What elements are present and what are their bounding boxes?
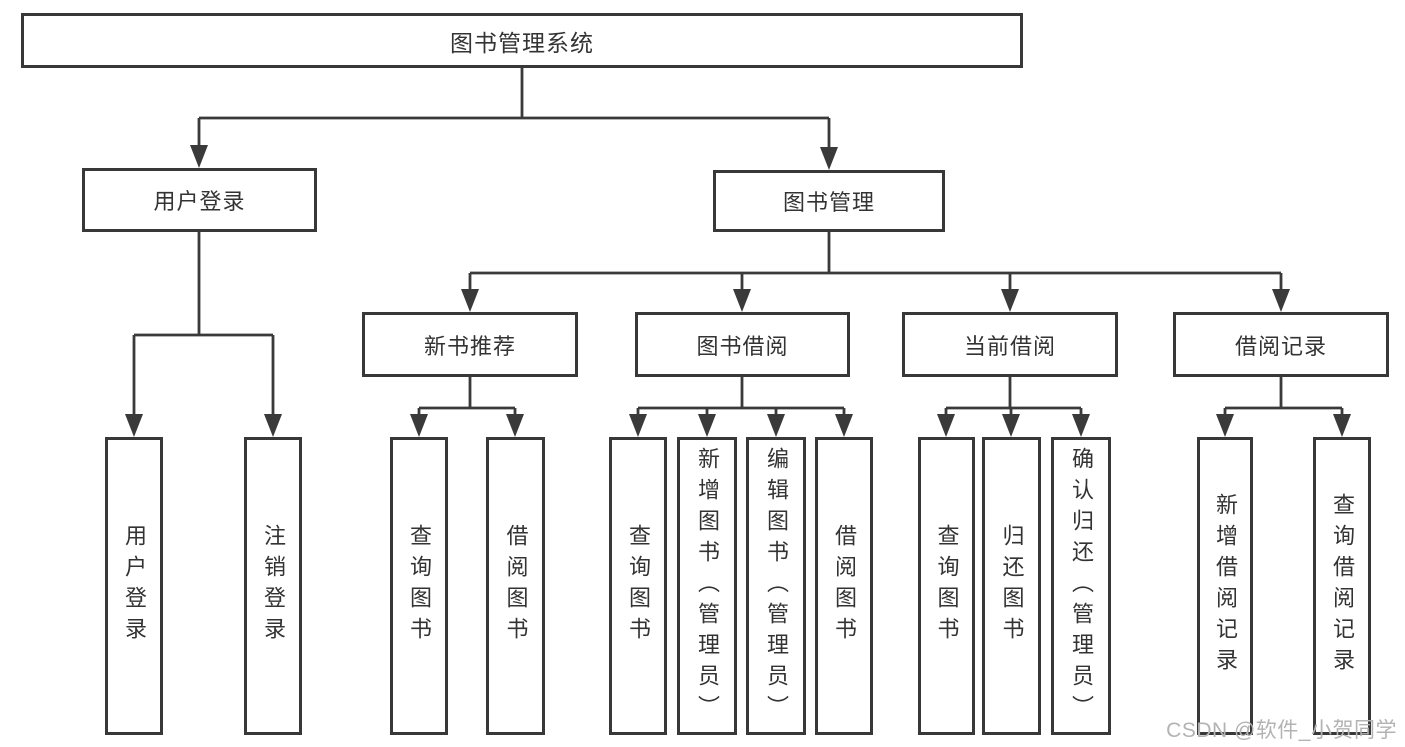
node-label: 查询图书 bbox=[934, 524, 960, 648]
arrowhead bbox=[835, 414, 853, 437]
leaf-borrowing-query-books: 查询图书 bbox=[609, 437, 667, 735]
leaf-current-query-books: 查询图书 bbox=[918, 437, 975, 735]
arrowhead bbox=[125, 414, 143, 437]
arrowhead bbox=[767, 414, 785, 437]
node-library-management-system: 图书管理系统 bbox=[21, 13, 1023, 68]
leaf-logout: 注销登录 bbox=[244, 437, 302, 735]
node-label: 借阅记录 bbox=[1234, 333, 1327, 359]
node-user-login: 用户登录 bbox=[82, 168, 317, 232]
arrowhead bbox=[190, 145, 208, 168]
arrowhead bbox=[733, 289, 751, 312]
connector-book-borrow-branch bbox=[629, 377, 853, 437]
node-label: 归还图书 bbox=[999, 524, 1025, 648]
node-label: 图书借阅 bbox=[696, 333, 789, 359]
connector-user-login-branch bbox=[125, 232, 282, 437]
arrowhead bbox=[506, 414, 524, 437]
node-label: 借阅图书 bbox=[832, 524, 857, 648]
connector-new-book-rec-branch bbox=[410, 377, 524, 437]
arrowhead bbox=[937, 414, 955, 437]
node-borrowing-records: 借阅记录 bbox=[1173, 312, 1389, 377]
arrowhead bbox=[1072, 414, 1090, 437]
leaf-user-login: 用户登录 bbox=[105, 437, 163, 735]
arrowhead bbox=[264, 414, 282, 437]
arrowhead bbox=[629, 414, 647, 437]
leaf-records-query-borrow-record: 查询借阅记录 bbox=[1313, 437, 1371, 735]
arrowhead bbox=[1002, 414, 1020, 437]
node-label: 借阅图书 bbox=[503, 524, 529, 648]
leaf-borrowing-borrow-books: 借阅图书 bbox=[815, 437, 873, 735]
node-label: 注销登录 bbox=[261, 524, 286, 648]
node-label: 用户登录 bbox=[122, 524, 147, 648]
node-book-borrowing: 图书借阅 bbox=[635, 312, 850, 377]
arrowhead bbox=[1272, 289, 1290, 312]
leaf-recommend-query-books: 查询图书 bbox=[390, 437, 448, 735]
node-new-book-recommendation: 新书推荐 bbox=[362, 312, 578, 377]
node-label: 查询图书 bbox=[407, 524, 432, 648]
arrowhead bbox=[698, 414, 716, 437]
arrowhead bbox=[1001, 289, 1019, 312]
node-label: 确认归还（管理员） bbox=[1069, 446, 1094, 726]
arrowhead bbox=[1333, 414, 1351, 437]
node-label: 图书管理 bbox=[782, 190, 875, 215]
connector-current-borrow-branch bbox=[937, 377, 1090, 437]
node-label: 新增借阅记录 bbox=[1213, 493, 1238, 679]
node-label: 新增图书（管理员） bbox=[695, 446, 720, 726]
leaf-records-add-borrow-record: 新增借阅记录 bbox=[1197, 437, 1253, 735]
node-label: 查询借阅记录 bbox=[1330, 493, 1355, 679]
csdn-watermark: CSDN @软件_小贺同学 bbox=[1166, 719, 1397, 742]
leaf-borrowing-edit-books-admin: 编辑图书（管理员） bbox=[746, 437, 806, 735]
connector-root-branch bbox=[190, 68, 838, 170]
node-current-borrowing: 当前借阅 bbox=[902, 312, 1118, 377]
node-label: 图书管理系统 bbox=[450, 29, 594, 56]
node-label: 用户登录 bbox=[153, 189, 246, 214]
leaf-current-return-books: 归还图书 bbox=[982, 437, 1041, 735]
leaf-current-confirm-return-admin: 确认归还（管理员） bbox=[1051, 437, 1111, 735]
leaf-borrowing-add-books-admin: 新增图书（管理员） bbox=[677, 437, 737, 735]
arrowhead bbox=[461, 289, 479, 312]
connector-borrow-records-branch bbox=[1216, 377, 1351, 437]
arrowhead bbox=[1216, 414, 1234, 437]
node-label: 查询图书 bbox=[626, 524, 651, 648]
node-book-management: 图书管理 bbox=[713, 170, 945, 232]
node-label: 当前借阅 bbox=[963, 333, 1056, 359]
node-label: 编辑图书（管理员） bbox=[764, 446, 789, 726]
arrowhead bbox=[410, 414, 428, 437]
arrowhead bbox=[820, 147, 838, 170]
connector-book-mgmt-branch bbox=[461, 232, 1290, 312]
leaf-recommend-borrow-books: 借阅图书 bbox=[486, 437, 545, 735]
node-label: 新书推荐 bbox=[423, 333, 516, 359]
